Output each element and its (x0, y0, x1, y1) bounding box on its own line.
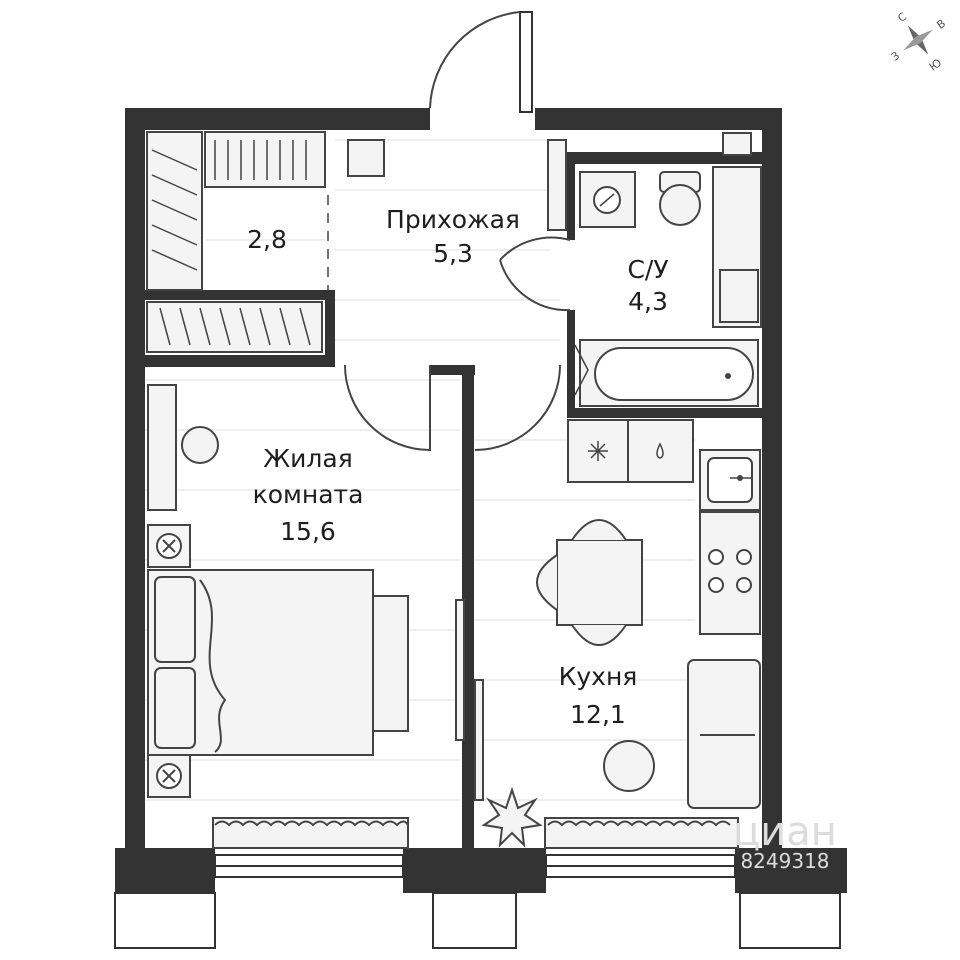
kitchen-name: Кухня (559, 662, 638, 691)
walls (114, 108, 847, 949)
bathroom-door-swing (499, 236, 571, 312)
living-name-line1: Жилая (263, 444, 353, 473)
hall-area: 5,3 (433, 239, 473, 268)
compass-west: З (889, 49, 902, 64)
living-furniture (147, 384, 484, 849)
plant-icon (481, 786, 543, 848)
entrance-door (429, 11, 533, 113)
living-area: 15,6 (280, 517, 336, 546)
kitchen-furniture (536, 419, 761, 849)
living-door-swing (344, 364, 431, 452)
hall-pouf (347, 139, 385, 177)
compass-north: С (895, 10, 909, 25)
hall-closet (547, 139, 567, 231)
living-name-line2: комната (253, 480, 364, 509)
hall-name: Прихожая (386, 205, 520, 234)
compass-east: В (934, 17, 948, 32)
bathroom-fixtures (574, 132, 762, 407)
compass-icon: С Ю В З (889, 10, 948, 74)
watermark-id: 8249318 (740, 849, 829, 873)
compass-south: Ю (927, 56, 944, 74)
watermark-brand: циан (733, 809, 837, 855)
bathroom-name: С/У (627, 255, 668, 284)
bathroom-area: 4,3 (628, 287, 668, 316)
kitchen-area: 12,1 (570, 700, 626, 729)
storage-shelves (146, 131, 329, 353)
storage-area: 2,8 (247, 225, 287, 254)
kitchen-door-swing (474, 364, 561, 451)
